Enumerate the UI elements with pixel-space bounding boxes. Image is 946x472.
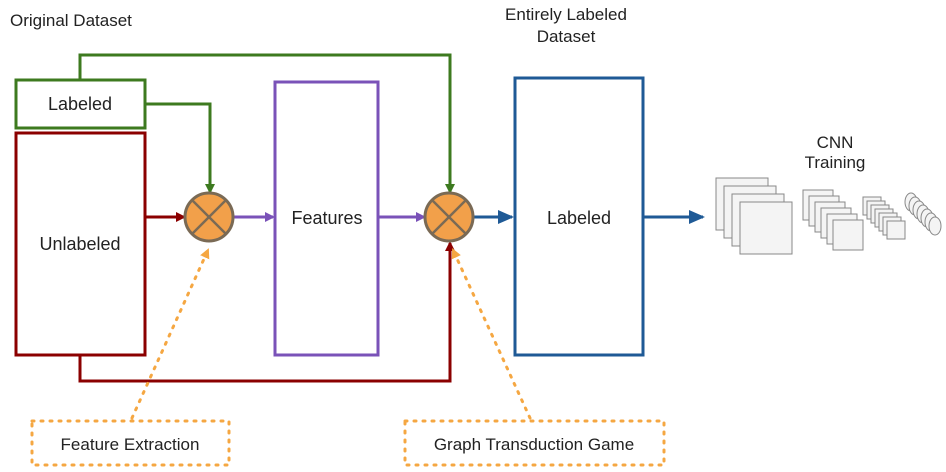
labeled-to-transduction-arrow	[78, 53, 455, 194]
features-box-label: Features	[291, 208, 362, 228]
graph-transduction-operator-icon	[423, 191, 475, 243]
labeled-box-label: Labeled	[48, 94, 112, 114]
labeled-to-extractor-arrow	[145, 102, 215, 194]
cnn-label-line2: Training	[805, 153, 866, 172]
unlabeled-box-label: Unlabeled	[39, 234, 120, 254]
feature-extraction-operator-icon	[183, 191, 235, 243]
features-box	[273, 80, 380, 357]
original-dataset-title: Original Dataset	[10, 11, 132, 30]
graph-transduction-callout	[403, 419, 666, 467]
graph-transduction-pointer	[451, 248, 532, 420]
graph-transduction-label: Graph Transduction Game	[434, 435, 634, 454]
labeled-box	[14, 78, 147, 130]
cnn-label-line1: CNN	[817, 133, 854, 152]
entirely-labeled-title-line2: Dataset	[537, 27, 596, 46]
feature-extraction-pointer	[130, 248, 210, 420]
cnn-layers-icon	[715, 177, 942, 255]
entirely-labeled-box-label: Labeled	[547, 208, 611, 228]
unlabeled-box	[14, 131, 147, 357]
unlabeled-to-transduction-arrow	[78, 241, 455, 383]
feature-extraction-callout	[30, 419, 231, 467]
entirely-labeled-title-line1: Entirely Labeled	[505, 5, 627, 24]
entirely-labeled-box	[513, 76, 645, 357]
feature-extraction-label: Feature Extraction	[61, 435, 200, 454]
